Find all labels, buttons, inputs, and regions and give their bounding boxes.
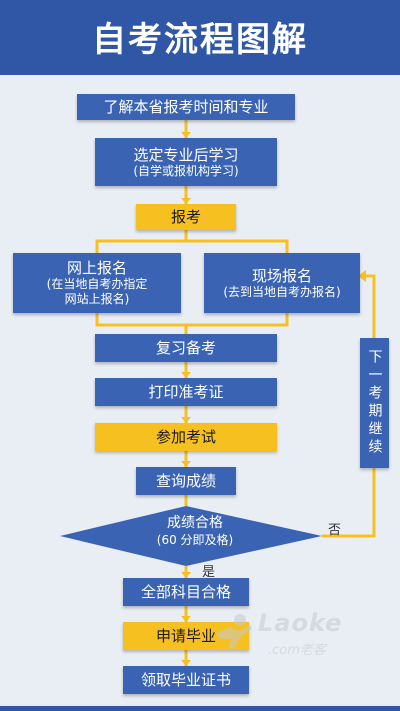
header-divider <box>0 72 400 75</box>
step-print-ticket: 打印准考证 <box>95 378 277 406</box>
footer-divider <box>0 706 400 711</box>
decision-label: 成绩合格 (60 分即及格) <box>156 515 234 547</box>
step-review: 复习备考 <box>95 334 277 362</box>
step-onsite-registration: 现场报名 (去到当地自考办报名) <box>204 253 360 313</box>
watermark-logo: Laoke .com老客 <box>210 607 360 663</box>
arrow-head <box>181 572 191 578</box>
step-all-passed: 全部科目合格 <box>123 578 249 606</box>
step-next-exam-period: 下一考期继续 <box>360 338 389 468</box>
arrow-head <box>181 660 191 666</box>
arrow-head <box>181 132 191 138</box>
step-online-registration: 网上报名 (在当地自考办指定 网站上报名) <box>13 253 181 313</box>
no-label: 否 <box>328 523 342 538</box>
decision-diamond <box>60 506 322 566</box>
step-take-exam: 参加考试 <box>95 423 277 451</box>
page-title: 自考流程图解 <box>92 19 308 60</box>
arrow-head <box>181 417 191 423</box>
arrow-head <box>181 198 191 204</box>
step-get-certificate: 领取毕业证书 <box>123 666 249 694</box>
yes-label: 是 <box>202 565 216 580</box>
step-choose-major: 选定专业后学习 (自学或报机构学习) <box>95 138 277 186</box>
step-register: 报考 <box>136 204 236 230</box>
page-header: 自考流程图解 <box>0 0 400 72</box>
arrow-head <box>181 461 191 467</box>
step-understand: 了解本省报考时间和专业 <box>77 94 295 120</box>
connector-line <box>95 239 289 253</box>
runner-icon <box>216 614 252 649</box>
arrow-head <box>181 372 191 378</box>
arrow-head <box>358 270 366 282</box>
arrow-head <box>181 616 191 622</box>
step-check-scores: 查询成绩 <box>136 467 236 495</box>
connector-line <box>95 313 289 327</box>
watermark-brand: Laoke <box>258 609 343 637</box>
watermark-domain: .com老客 <box>268 643 326 658</box>
